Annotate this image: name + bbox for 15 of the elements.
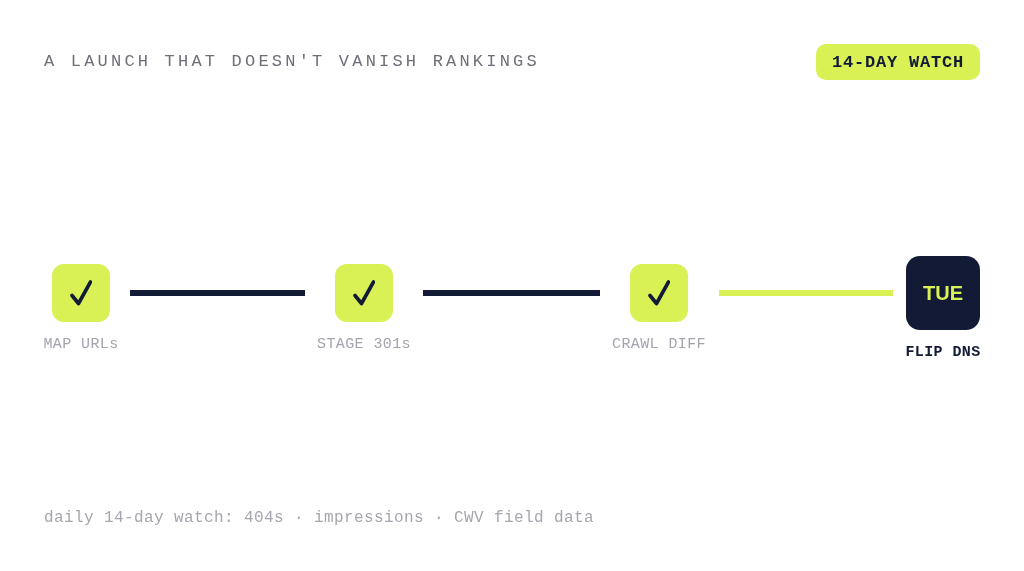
- footnote: daily 14-day watch: 404s · impressions · CWV field data: [44, 508, 595, 529]
- day-label: TUE: [923, 281, 963, 305]
- completed-step-tile: [335, 264, 393, 322]
- connector-line: [423, 290, 600, 296]
- diagram-title: A LAUNCH THAT DOESN'T VANISH RANKINGS: [44, 51, 540, 73]
- step-label: CRAWL DIFF: [612, 336, 706, 354]
- step-label: FLIP DNS: [905, 344, 981, 362]
- completed-step-tile: [52, 264, 110, 322]
- step-label: STAGE 301s: [317, 336, 411, 354]
- step-label: MAP URLs: [43, 336, 119, 354]
- current-step-tile: [906, 256, 980, 330]
- connector-line: [719, 290, 893, 296]
- completed-step-tile: [630, 264, 688, 322]
- connector-line: [130, 290, 305, 296]
- tag-pill: 14-DAY WATCH: [816, 44, 980, 80]
